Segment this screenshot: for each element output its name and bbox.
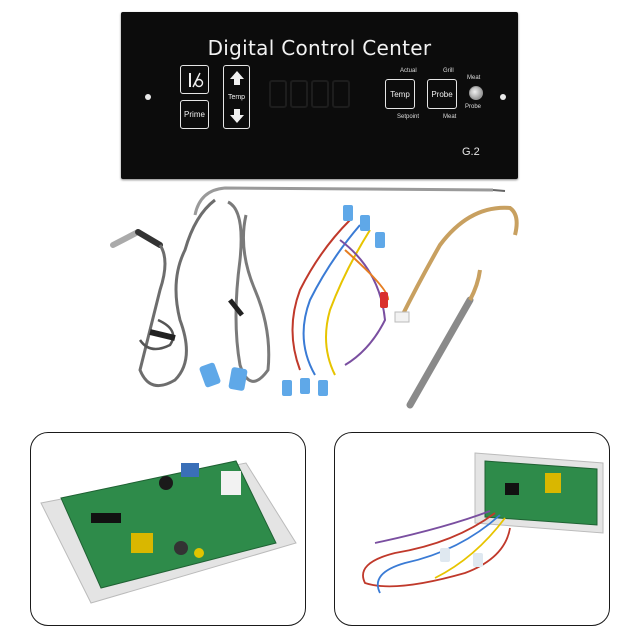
prime-button[interactable]: Prime xyxy=(180,100,209,129)
led-digit xyxy=(332,80,350,108)
board-photo-right xyxy=(334,432,610,626)
harness-connector-red xyxy=(380,292,388,308)
arrow-down-icon xyxy=(229,109,244,123)
wire-blue xyxy=(376,514,501,594)
harness-connector xyxy=(473,553,483,567)
grill-label: Grill xyxy=(443,68,454,74)
temp-adjust-button[interactable]: Temp xyxy=(223,65,250,129)
probe-button[interactable]: Probe xyxy=(427,79,457,109)
led-display xyxy=(269,80,351,110)
probe-jack xyxy=(469,86,483,100)
meat-label-side: Meat xyxy=(467,75,481,81)
cable-tie xyxy=(149,329,176,341)
probe-button-label: Probe xyxy=(431,89,453,99)
thermocouple-lead xyxy=(227,200,271,383)
control-board-front-image xyxy=(40,460,297,604)
meat-label-bottom: Meat xyxy=(443,114,457,120)
wire-purple xyxy=(339,239,387,366)
board-photo-left xyxy=(30,432,306,626)
harness-connector xyxy=(440,548,450,562)
rtd-lead xyxy=(398,205,519,321)
rtd-lead-end xyxy=(468,269,482,301)
wire-blue xyxy=(302,224,361,376)
prime-label: Prime xyxy=(184,110,205,119)
blue-terminal xyxy=(199,362,221,388)
setpoint-label: Setpoint xyxy=(397,114,420,120)
plug-housing xyxy=(135,229,163,248)
probe-label-side: Probe xyxy=(465,104,482,110)
lead-terminal xyxy=(394,311,410,323)
buzzer xyxy=(159,476,173,490)
wire-yellow xyxy=(434,517,506,579)
ic-chip xyxy=(505,483,519,495)
mounting-hole-right xyxy=(500,94,506,100)
transformer xyxy=(545,473,561,493)
led-digit xyxy=(269,80,287,108)
terminal-block xyxy=(221,471,241,495)
power-button[interactable] xyxy=(180,65,209,94)
harness-connector xyxy=(360,215,370,231)
power-icon xyxy=(188,72,203,87)
mounting-hole-left xyxy=(145,94,151,100)
accessories-illustration xyxy=(110,186,519,409)
capacitor xyxy=(174,541,188,555)
control-board-wired-image xyxy=(362,452,604,594)
blue-terminal xyxy=(228,367,248,391)
temp-button-label: Temp xyxy=(390,89,410,99)
ic-chip xyxy=(91,513,121,523)
control-panel-face: Digital Control Center Prime Temp Actual… xyxy=(121,12,518,179)
led-digit xyxy=(290,80,308,108)
dc-plug xyxy=(110,229,141,248)
pcb xyxy=(484,460,598,526)
led-digit xyxy=(311,80,329,108)
wire-yellow xyxy=(325,229,371,376)
transformer xyxy=(131,533,153,553)
actual-label: Actual xyxy=(400,68,417,74)
harness-connector xyxy=(343,205,353,221)
probe-rod xyxy=(193,186,494,216)
model-number: G.2 xyxy=(462,146,480,158)
harness-connector xyxy=(375,232,385,248)
cable-coil xyxy=(138,318,175,351)
wire-purple xyxy=(374,510,491,544)
rtd-probe-rod xyxy=(406,296,474,409)
wire-red xyxy=(291,219,351,371)
panel-title: Digital Control Center xyxy=(207,36,432,60)
braided-cable xyxy=(138,198,216,388)
lead-tie xyxy=(228,298,244,317)
harness-connector xyxy=(282,380,292,396)
temp-label: Temp xyxy=(227,93,246,101)
relay xyxy=(181,463,199,477)
harness-connector xyxy=(300,378,310,394)
probe-tip xyxy=(492,189,506,192)
temp-mode-button[interactable]: Temp xyxy=(385,79,415,109)
harness-connector xyxy=(318,380,328,396)
capacitor-yellow xyxy=(194,548,204,558)
arrow-up-icon xyxy=(229,71,244,85)
